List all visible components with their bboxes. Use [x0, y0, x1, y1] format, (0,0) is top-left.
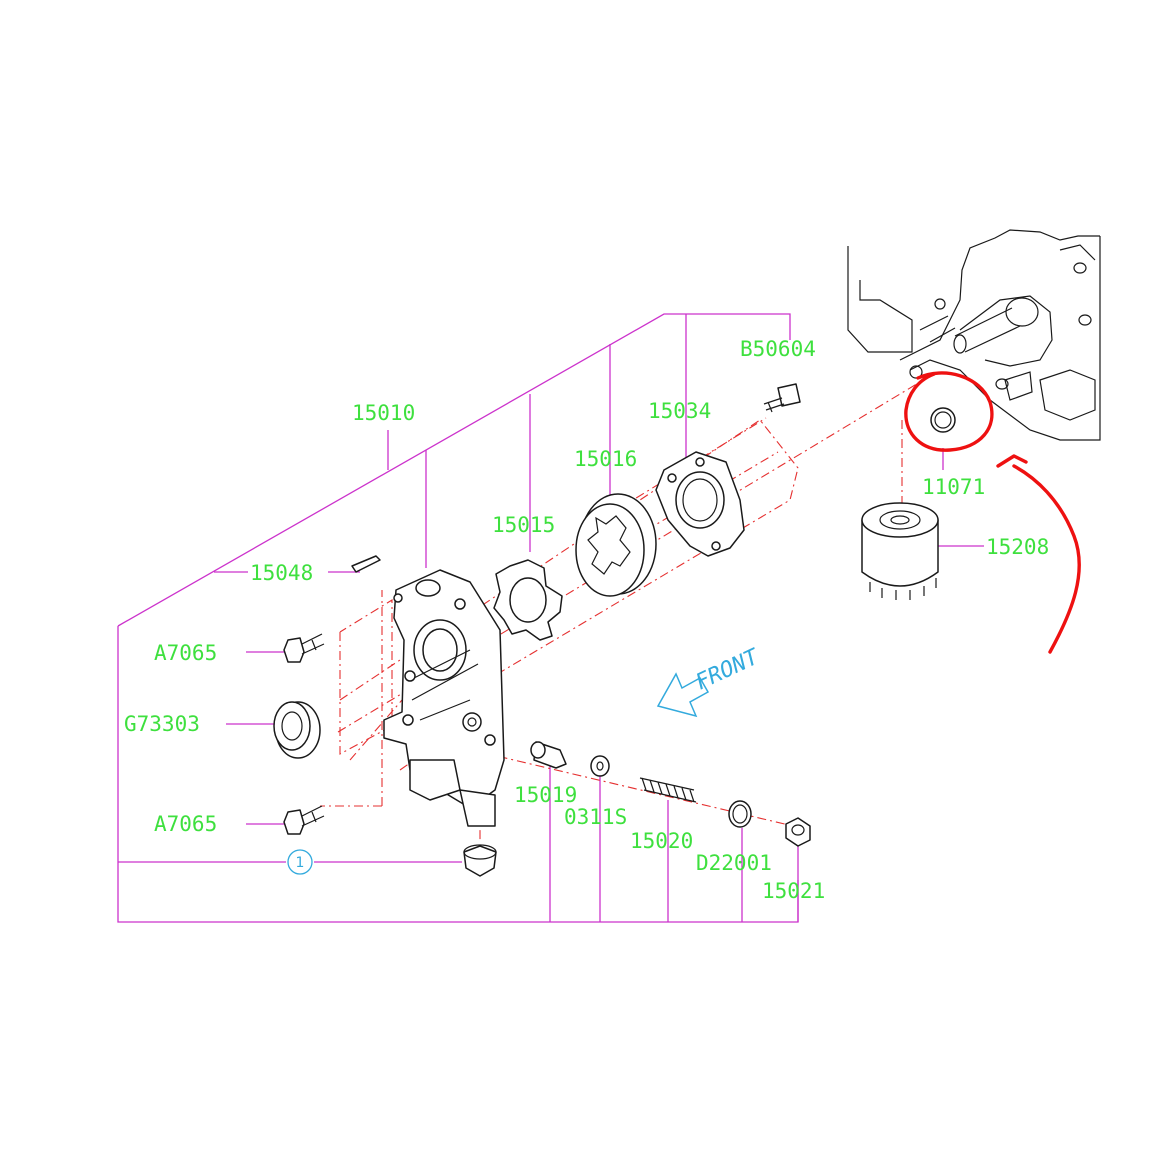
label-B50604: B50604 [740, 337, 816, 361]
filter-gasket-drawing [930, 407, 956, 433]
label-G73303: G73303 [124, 712, 200, 736]
label-15016: 15016 [574, 447, 637, 471]
relief-spring-drawing [639, 777, 697, 803]
oil-filter-drawing [861, 502, 939, 600]
oil-pump-housing-drawing [383, 569, 505, 827]
label-11071: 11071 [922, 475, 985, 499]
label-0311S: 0311S [564, 805, 627, 829]
highlight-circle [904, 371, 994, 452]
part-labels: 15010 15016 15034 B50604 15015 15048 A70… [124, 337, 1049, 903]
label-15208: 15208 [986, 535, 1049, 559]
label-15015: 15015 [492, 513, 555, 537]
valve-plug-drawing [785, 817, 811, 847]
washer-drawing [590, 755, 610, 777]
hand-drawn-highlight [904, 371, 1081, 654]
cover-screw-drawing [763, 383, 801, 413]
label-15020: 15020 [630, 829, 693, 853]
dowel-pin-drawing [351, 555, 381, 573]
label-D22001: D22001 [696, 851, 772, 875]
label-15048: 15048 [250, 561, 313, 585]
label-15010: 15010 [352, 401, 415, 425]
label-15021: 15021 [762, 879, 825, 903]
label-15034: 15034 [648, 399, 711, 423]
engine-block-drawing [847, 229, 1101, 441]
pump-cover-drawing [655, 451, 745, 557]
callout-number: 1 [296, 855, 305, 871]
oil-seal-drawing [273, 701, 321, 759]
front-direction-indicator: FRONT [656, 644, 764, 718]
outer-rotor-drawing [575, 493, 657, 597]
inner-rotor-drawing [493, 559, 563, 641]
callout-marker: 1 [287, 849, 313, 875]
o-ring-drawing [728, 800, 752, 828]
bolt-bottom-drawing [283, 805, 325, 835]
bolt-top-drawing [283, 633, 325, 663]
front-label: FRONT [692, 644, 764, 695]
label-A7065-top: A7065 [154, 641, 217, 665]
label-15019: 15019 [514, 783, 577, 807]
label-A7065-bottom: A7065 [154, 812, 217, 836]
blind-plug-drawing [463, 844, 497, 877]
relief-valve-drawing [530, 741, 567, 769]
highlight-arrow [996, 454, 1081, 654]
